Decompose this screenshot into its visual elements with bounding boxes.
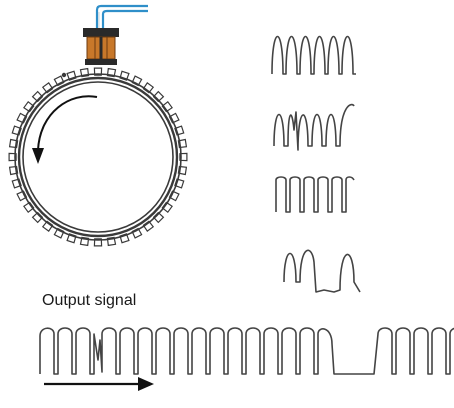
waveform-damaged-tooth <box>273 103 355 151</box>
output-signal-waveform <box>39 327 454 375</box>
ring-tooth <box>152 211 165 224</box>
rotation-arrow-icon <box>32 95 98 164</box>
ring-tooth <box>152 90 165 103</box>
waveforms <box>39 36 454 375</box>
ring-tooth <box>23 201 35 214</box>
sensor-icon <box>83 28 119 65</box>
waveform-square <box>275 176 355 213</box>
waveform-missing-teeth <box>283 249 361 293</box>
ring-tooth <box>142 82 155 94</box>
ring-tooth <box>23 100 35 113</box>
ring-tooth <box>161 100 173 113</box>
ring-tooth <box>31 90 44 103</box>
waveform-normal <box>271 36 356 75</box>
ring-band <box>17 76 179 238</box>
tone-ring-icon <box>8 67 188 247</box>
output-signal-label: Output signal <box>42 292 137 309</box>
ring-tooth <box>31 211 44 224</box>
ring-outer-edge <box>14 73 182 241</box>
sensor-wires <box>95 4 148 30</box>
ring-tooth <box>161 201 173 214</box>
arrow-right-icon <box>44 377 154 391</box>
ring-inner-edge <box>22 81 174 233</box>
ring-tooth <box>41 82 54 94</box>
ring-tooth <box>41 220 54 232</box>
ring-tooth <box>142 220 155 232</box>
ring-mark <box>61 72 67 78</box>
